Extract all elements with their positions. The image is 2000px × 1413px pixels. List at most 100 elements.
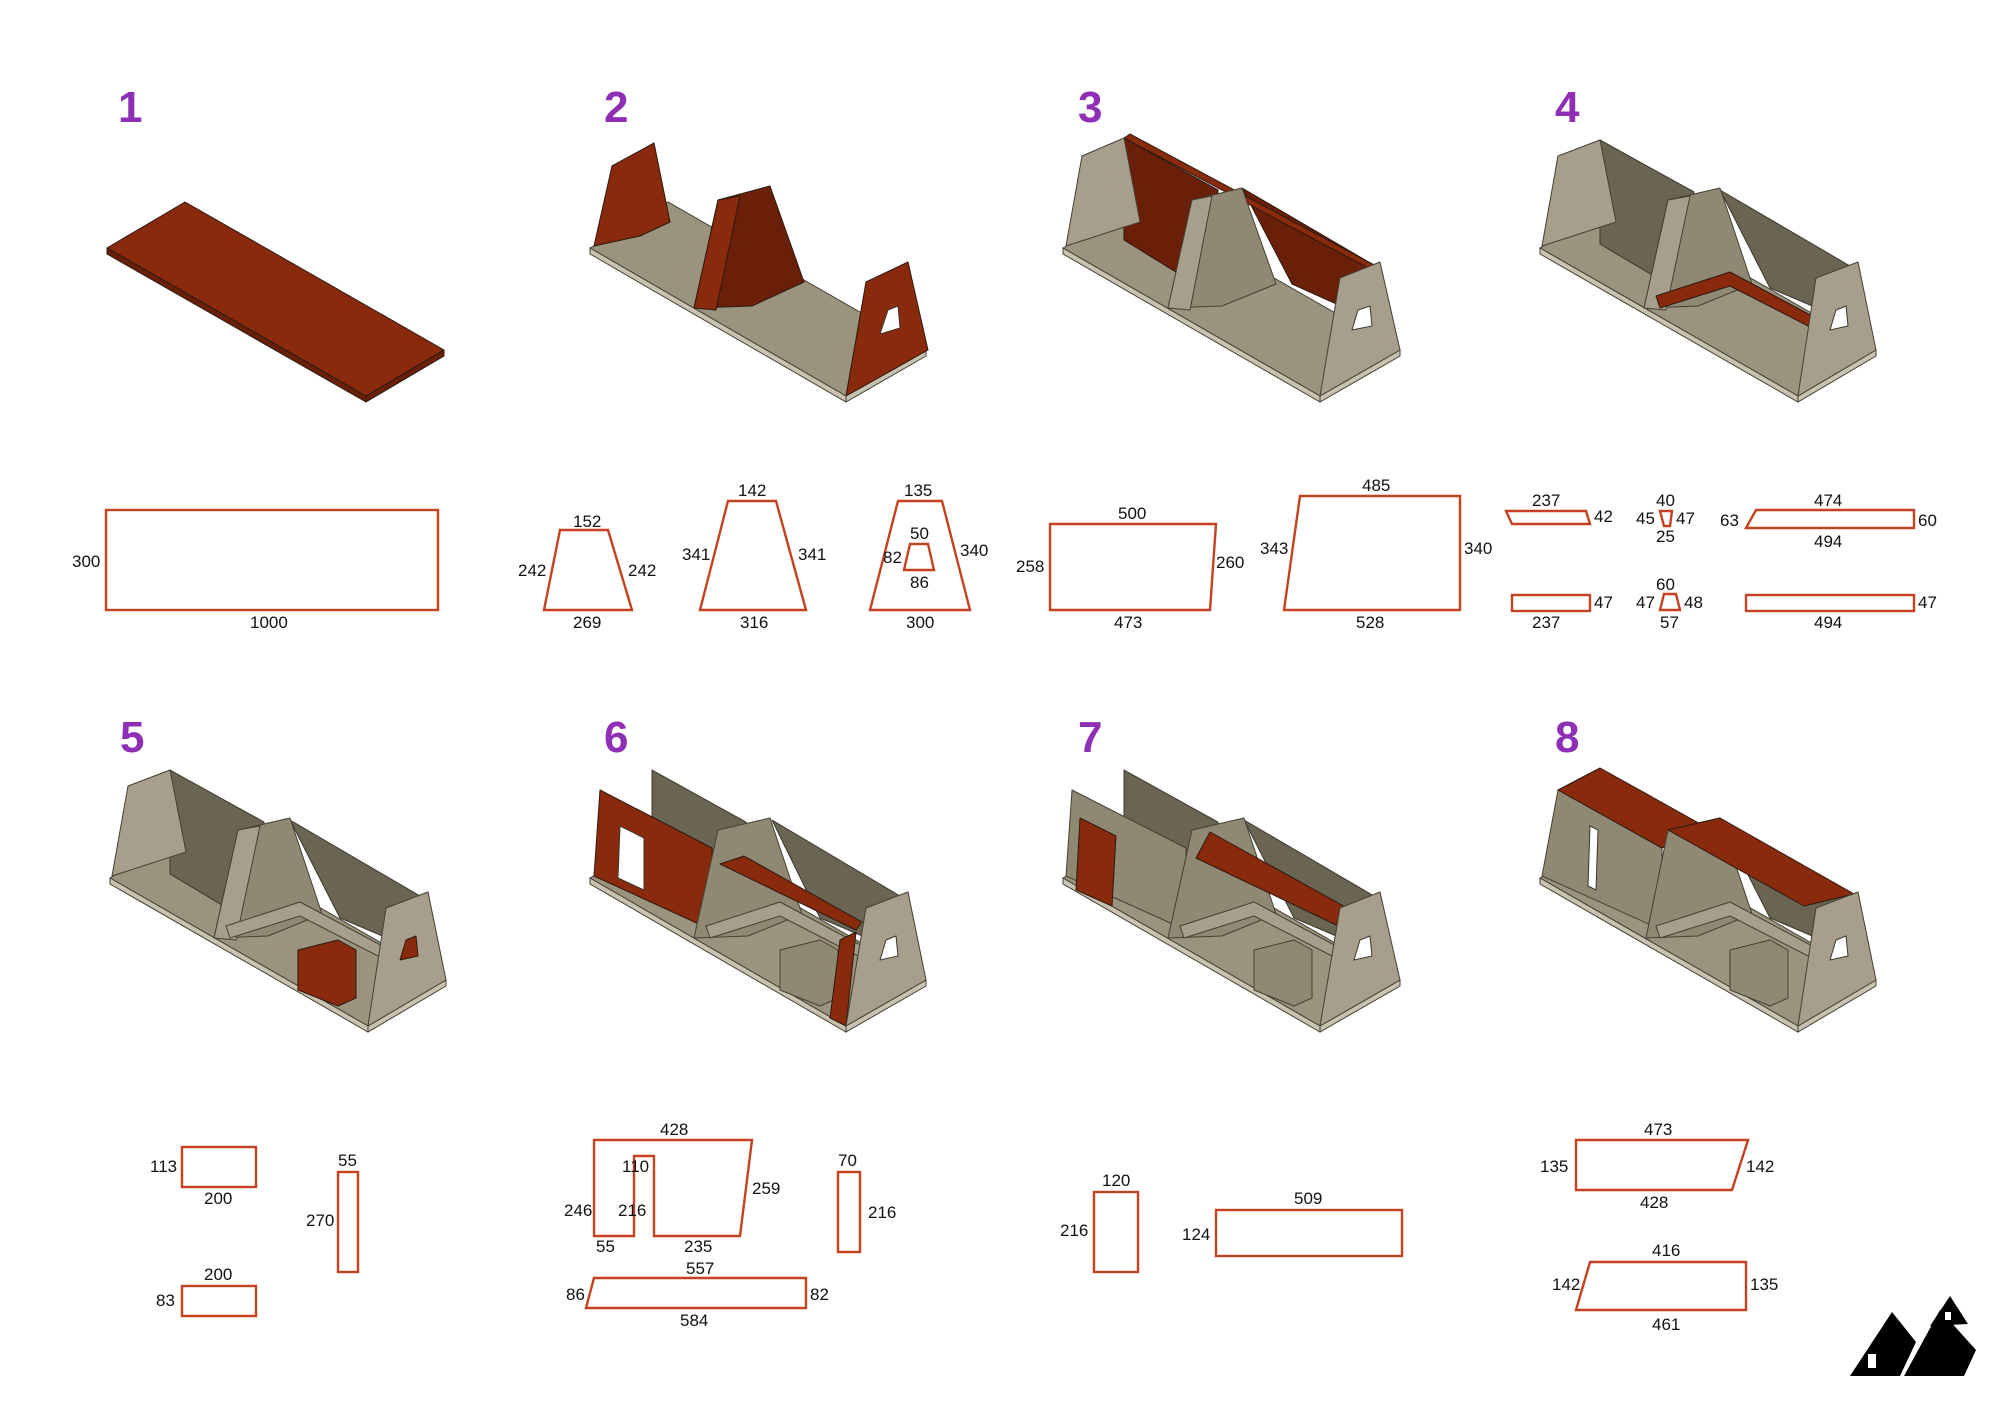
step-6-cut-parts: 428 110 246 216 55 235 259 557 86 82 584… xyxy=(564,1120,896,1330)
dim-label: 494 xyxy=(1814,613,1842,632)
dim-label: 528 xyxy=(1356,613,1384,632)
frame-middle-outline xyxy=(698,499,808,612)
dim-label: 124 xyxy=(1182,1225,1210,1244)
backrest-panel-outline xyxy=(1214,1208,1404,1258)
shelf-board-outline xyxy=(584,1276,808,1310)
dim-label: 242 xyxy=(628,561,656,580)
dim-label: 142 xyxy=(1552,1275,1580,1294)
step-6-model xyxy=(589,769,928,1033)
window-outline xyxy=(902,542,936,572)
step-5-cut-parts: 113 200 200 83 55 270 xyxy=(150,1145,360,1318)
dim-label: 474 xyxy=(1814,491,1842,510)
dim-label: 341 xyxy=(682,545,710,564)
dim-label: 270 xyxy=(306,1211,334,1230)
dim-label: 55 xyxy=(596,1237,615,1256)
step-2-cut-parts: 152 242 242 269 142 341 341 316 135 50 8… xyxy=(518,481,988,632)
dim-label: 300 xyxy=(72,552,100,571)
bench-box xyxy=(297,939,357,1007)
partition-wall xyxy=(1065,789,1187,931)
dim-label: 60 xyxy=(1656,575,1675,594)
dim-label: 242 xyxy=(518,561,546,580)
base-board-side xyxy=(365,349,445,403)
logo-door-small xyxy=(1945,1312,1951,1320)
step-number-3: 3 xyxy=(1078,83,1102,132)
step-number-5: 5 xyxy=(120,713,144,762)
dim-label: 135 xyxy=(1540,1157,1568,1176)
dim-label: 557 xyxy=(686,1259,714,1278)
dim-label: 237 xyxy=(1532,491,1560,510)
step-3-model xyxy=(1062,133,1402,403)
dim-label: 269 xyxy=(573,613,601,632)
frame-middle-edge xyxy=(693,195,741,311)
dim-label: 25 xyxy=(1656,527,1675,546)
step-1-model xyxy=(106,201,445,403)
step-number-2: 2 xyxy=(604,83,628,132)
dim-label: 473 xyxy=(1114,613,1142,632)
frame-back xyxy=(1065,137,1141,247)
step-number-6: 6 xyxy=(604,713,628,762)
dim-label: 55 xyxy=(338,1151,357,1170)
dim-label: 57 xyxy=(1660,613,1679,632)
window-hole xyxy=(1829,305,1849,331)
door-panel xyxy=(1075,817,1117,907)
dim-label: 82 xyxy=(883,548,902,567)
frame-front-outline xyxy=(868,499,972,612)
roof-front-outline xyxy=(1574,1260,1748,1312)
frame-back xyxy=(1541,139,1617,247)
dim-label: 142 xyxy=(738,481,766,500)
frame-front xyxy=(367,891,447,1027)
window-hole xyxy=(879,305,901,335)
dim-label: 113 xyxy=(150,1157,177,1176)
door-outline xyxy=(1587,825,1599,891)
dim-label: 60 xyxy=(1918,511,1937,530)
roof-back-outline xyxy=(1574,1138,1750,1192)
dim-label: 47 xyxy=(1636,593,1655,612)
dim-label: 135 xyxy=(904,481,932,500)
dim-label: 300 xyxy=(906,613,934,632)
frame-back xyxy=(111,769,187,877)
dim-label: 341 xyxy=(798,545,826,564)
dim-label: 494 xyxy=(1814,532,1842,551)
dim-label: 246 xyxy=(564,1201,592,1220)
dim-label: 47 xyxy=(1918,593,1937,612)
bench-strip-outline xyxy=(1510,593,1592,613)
dim-label: 237 xyxy=(1532,613,1560,632)
frame-front xyxy=(1797,891,1877,1027)
window-hole xyxy=(1353,935,1373,961)
dim-label: 142 xyxy=(1746,1157,1774,1176)
dim-label: 216 xyxy=(1060,1221,1088,1240)
dim-label: 45 xyxy=(1636,509,1655,528)
step-4-model xyxy=(1539,139,1877,403)
dim-label: 216 xyxy=(618,1201,646,1220)
dim-label: 259 xyxy=(752,1179,780,1198)
frame-middle-edge xyxy=(1167,195,1213,311)
dim-label: 83 xyxy=(156,1291,175,1310)
box-side-outline xyxy=(180,1145,258,1189)
box-top-outline xyxy=(180,1284,258,1318)
dim-label: 152 xyxy=(573,512,601,531)
dim-label: 584 xyxy=(680,1311,708,1330)
dim-label: 216 xyxy=(868,1203,896,1222)
dim-label: 1000 xyxy=(250,613,288,632)
logo-door-left xyxy=(1868,1354,1876,1368)
bench-strip-outline xyxy=(1504,509,1592,526)
dim-label: 485 xyxy=(1362,476,1390,495)
front-post xyxy=(829,931,857,1027)
window-hole xyxy=(1351,305,1373,331)
dim-label: 235 xyxy=(684,1237,712,1256)
frame-front xyxy=(1797,261,1877,397)
step-1-cut-parts: 300 1000 xyxy=(72,508,440,632)
step-7-cut-parts: 120 216 509 124 xyxy=(1060,1171,1404,1274)
dim-label: 86 xyxy=(566,1285,585,1304)
dim-label: 473 xyxy=(1644,1120,1672,1139)
step-number-4: 4 xyxy=(1555,83,1580,132)
dim-label: 343 xyxy=(1260,539,1288,558)
logo-peak-left xyxy=(1850,1312,1916,1376)
dim-label: 258 xyxy=(1016,557,1044,576)
frame-middle-edge xyxy=(213,825,261,941)
dim-label: 500 xyxy=(1118,504,1146,523)
dim-label: 47 xyxy=(1676,509,1695,528)
step-7-model xyxy=(1062,769,1402,1033)
dim-label: 70 xyxy=(838,1151,857,1170)
